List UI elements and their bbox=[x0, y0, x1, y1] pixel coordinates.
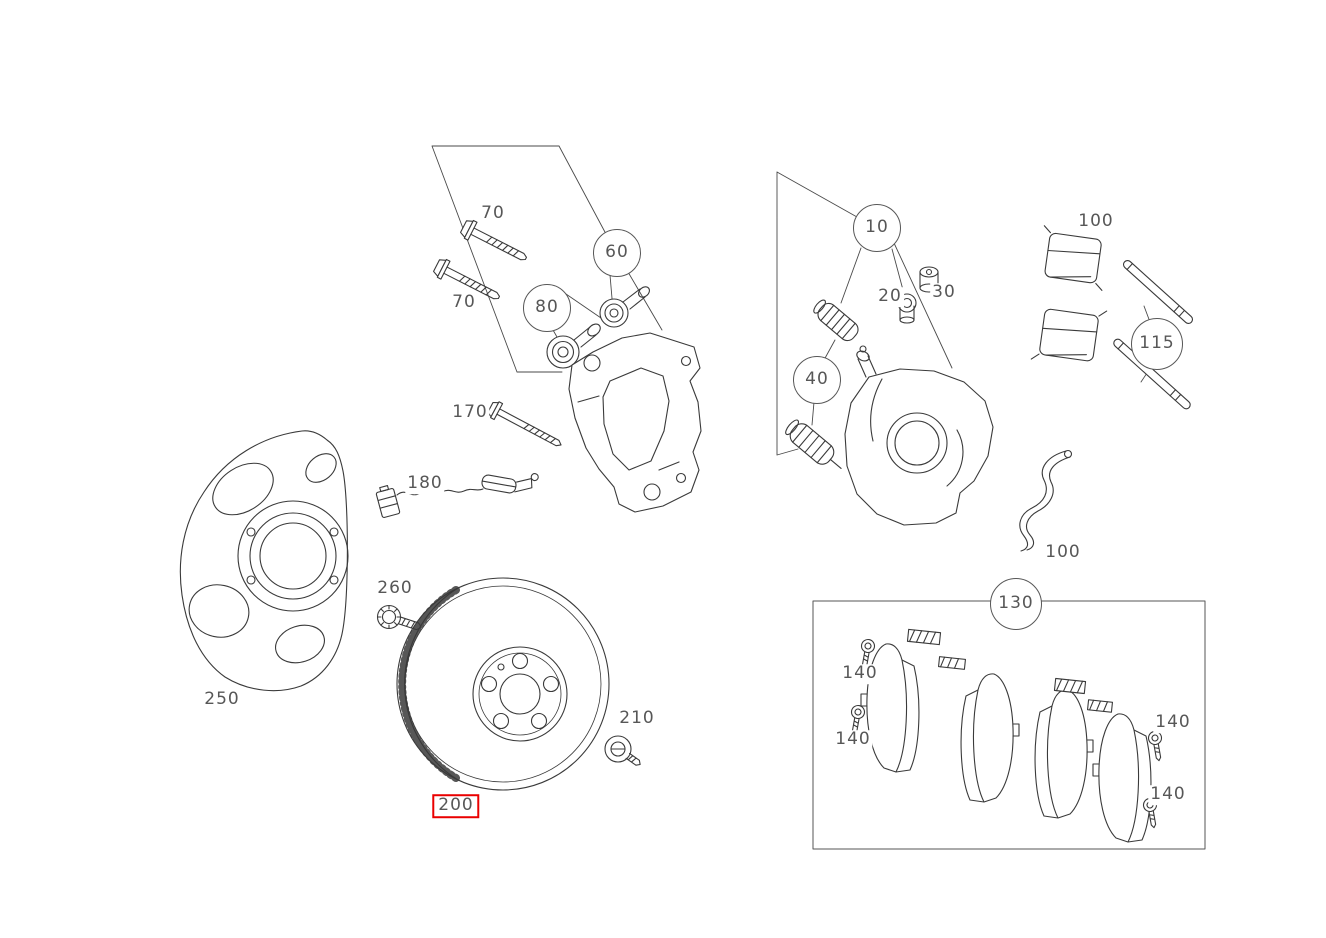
retaining-spring-upper-drawing bbox=[1030, 225, 1108, 362]
part-label-260[interactable]: 260 bbox=[375, 578, 415, 599]
part-label-100-bottom[interactable]: 100 bbox=[1043, 542, 1083, 563]
part-balloon-60[interactable]: 60 bbox=[593, 229, 641, 277]
brake-caliper-drawing bbox=[844, 345, 994, 526]
part-label-140-a[interactable]: 140 bbox=[840, 663, 880, 684]
part-label-200-selected[interactable]: 200 bbox=[432, 794, 480, 818]
pad-clip-drawing bbox=[1086, 699, 1114, 713]
part-label-140-b[interactable]: 140 bbox=[833, 729, 873, 750]
part-balloon-40[interactable]: 40 bbox=[793, 356, 841, 404]
guide-sleeve-b-drawing bbox=[599, 286, 650, 328]
splash-shield-drawing bbox=[179, 430, 349, 692]
part-label-140-c[interactable]: 140 bbox=[1153, 712, 1193, 733]
part-balloon-130[interactable]: 130 bbox=[990, 578, 1042, 630]
guide-boot-upper-drawing bbox=[813, 299, 859, 342]
guide-sleeve-a-drawing bbox=[546, 323, 601, 369]
bolt-70-a-drawing bbox=[460, 219, 527, 261]
caliper-bracket-drawing bbox=[568, 332, 702, 513]
part-label-140-d[interactable]: 140 bbox=[1148, 784, 1188, 805]
part-label-100-top[interactable]: 100 bbox=[1076, 211, 1116, 232]
part-label-180[interactable]: 180 bbox=[405, 473, 445, 494]
part-balloon-10[interactable]: 10 bbox=[853, 204, 901, 252]
pad-bolt-140-drawing bbox=[1147, 730, 1163, 762]
part-balloon-80[interactable]: 80 bbox=[523, 284, 571, 332]
brake-pad-right-inner-drawing bbox=[1092, 713, 1152, 843]
part-label-70-b[interactable]: 70 bbox=[450, 292, 478, 313]
part-label-210[interactable]: 210 bbox=[617, 708, 657, 729]
retaining-spring-lower-drawing bbox=[1019, 449, 1073, 552]
part-balloon-115[interactable]: 115 bbox=[1131, 318, 1183, 370]
bolt-210-drawing bbox=[604, 735, 641, 766]
part-label-250[interactable]: 250 bbox=[202, 689, 242, 710]
guide-boot-lower-drawing bbox=[785, 419, 842, 469]
part-label-30[interactable]: 30 bbox=[930, 282, 958, 303]
pad-clip-drawing bbox=[1053, 677, 1087, 695]
pad-clip-drawing bbox=[937, 656, 967, 670]
brake-disc-drawing bbox=[396, 577, 610, 791]
pad-pin-b-drawing bbox=[1113, 338, 1191, 410]
bolt-260-drawing bbox=[376, 604, 422, 631]
part-label-170[interactable]: 170 bbox=[450, 402, 490, 423]
bolt-170-drawing bbox=[487, 401, 562, 447]
part-label-70-a[interactable]: 70 bbox=[479, 203, 507, 224]
brake-pad-right-outer-drawing bbox=[1034, 689, 1094, 819]
pad-pin-a-drawing bbox=[1122, 260, 1194, 324]
pad-clip-drawing bbox=[906, 628, 942, 646]
part-label-20[interactable]: 20 bbox=[876, 286, 904, 307]
brake-pad-left-inner-drawing bbox=[960, 673, 1020, 803]
leader-lines bbox=[431, 145, 1152, 456]
wear-sensor-drawing bbox=[375, 473, 539, 518]
bolt-70-b-drawing bbox=[433, 258, 500, 300]
